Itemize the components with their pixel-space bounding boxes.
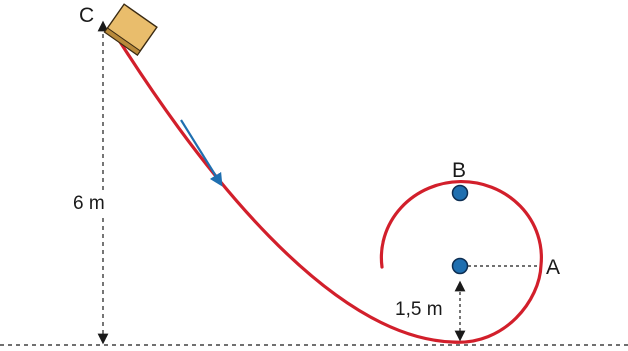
point-b-label: B [452, 159, 466, 182]
block-icon [103, 3, 158, 56]
radius-label: 1,5 m [395, 299, 443, 320]
loop-center-point [451, 257, 469, 275]
radius-label-background [394, 297, 452, 321]
height-label: 6 m [73, 193, 105, 214]
point-a-label: A [546, 256, 560, 279]
point-b-marker [451, 184, 469, 202]
track [108, 24, 543, 344]
point-c-label: C [79, 4, 94, 27]
height-label-background [68, 190, 114, 214]
motion-arrow-icon [180, 119, 223, 187]
